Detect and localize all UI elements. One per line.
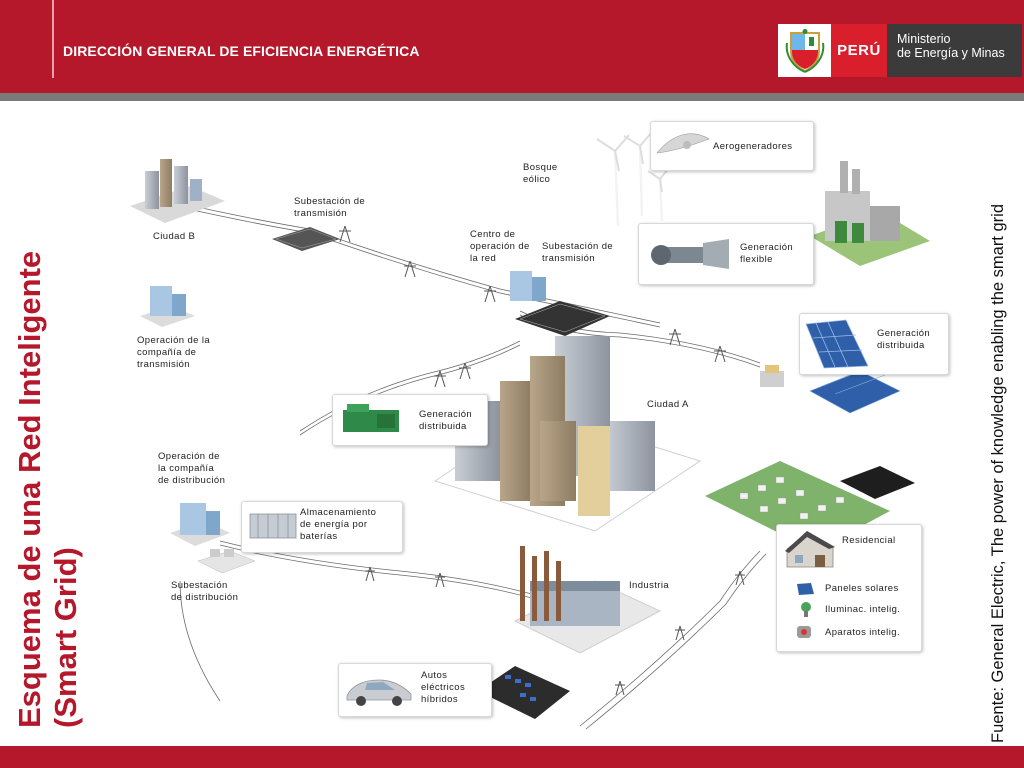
label-centro-operacion: Centro de operación de la red: [470, 229, 530, 264]
transmission-operation-building-icon: [140, 286, 195, 327]
label-ciudad-b: Ciudad B: [153, 231, 196, 242]
ciudad-b-icon: [130, 159, 225, 223]
callout-generacion-distribuida-solar: Generación distribuida: [799, 313, 949, 375]
source-caption: Fuente: General Electric, The power of k…: [989, 204, 1007, 743]
distribution-operation-building-icon: [170, 503, 230, 546]
residencial-item-aparatos: Aparatos intelig.: [825, 627, 900, 638]
ciudad-a-icon: [433, 336, 702, 532]
header-bar: DIRECCIÓN GENERAL DE EFICIENCIA ENERGÉTI…: [0, 0, 1024, 93]
callout-autos-text: Autos eléctricos híbridos: [421, 670, 466, 705]
slide-title-line2: (Smart Grid): [48, 547, 83, 728]
solar-panel-field-icon: [760, 365, 901, 414]
callout-aerogeneradores-text: Aerogeneradores: [713, 141, 793, 152]
wind-turbine-icon: [656, 133, 710, 154]
callout-generacion-distribuida-solar-text: Generación distribuida: [877, 328, 931, 351]
callout-generacion-flexible: Generación flexible: [638, 223, 814, 285]
callout-almacenamiento-text: Almacenamiento de energía por baterías: [300, 507, 377, 542]
callout-generacion-distribuida-generador: Generación distribuida: [332, 394, 488, 446]
label-ciudad-a: Ciudad A: [647, 399, 689, 410]
callout-generacion-flexible-text: Generación flexible: [740, 242, 794, 265]
hybrid-car-icon: [346, 679, 412, 706]
solar-panel-icon: [805, 319, 869, 369]
footer-bar: [0, 746, 1024, 768]
solar-panels-icon: [797, 583, 814, 595]
slide-title-line1: Esquema de una Red Inteligente: [12, 250, 47, 728]
smart-appliances-icon: [797, 626, 811, 638]
substation-distribution-icon: [197, 549, 256, 574]
residencial-title: Residencial: [842, 535, 896, 546]
generator-icon: [343, 404, 399, 432]
callout-autos: Autos eléctricos híbridos: [338, 663, 492, 717]
slide-title: Esquema de una Red Inteligente (Smart Gr…: [12, 251, 84, 728]
network-control-center-icon: [510, 271, 546, 301]
industry-complex-icon: [513, 546, 662, 654]
callout-aerogeneradores: Aerogeneradores: [650, 121, 814, 171]
label-bosque-eolico: Bosque eólico: [523, 162, 558, 185]
label-subestacion-transmision-1: Subestación de transmisión: [294, 196, 366, 219]
ministry-logo: PERÚ Ministerio de Energía y Minas: [778, 24, 1022, 77]
substation-transmission-2-icon: [515, 301, 610, 336]
label-subestacion-transmision-2: Subestación de transmisión: [542, 241, 614, 264]
label-operacion-distribucion: Operación de la compañía de distribución: [158, 451, 226, 486]
residencial-item-iluminacion: Iluminac. intelig.: [825, 604, 901, 615]
gas-turbine-icon: [651, 239, 729, 269]
power-plant-icon: [810, 161, 930, 266]
pylon-icons: [339, 225, 745, 696]
callout-residencial: Residencial Paneles solares Iluminac. in…: [776, 524, 922, 652]
residencial-item-paneles: Paneles solares: [825, 583, 899, 594]
label-industria: Industria: [629, 580, 670, 591]
logo-ministry: Ministerio de Energía y Minas: [887, 24, 1022, 77]
header-separator: [52, 0, 54, 78]
smart-grid-diagram: Ciudad B Subestación de transmisión Oper…: [100, 101, 980, 746]
header-gray-band: [0, 93, 1024, 101]
label-subestacion-distribucion: Subestación de distribución: [171, 580, 239, 603]
wind-farm-icon: [596, 131, 670, 227]
label-operacion-transmision: Operación de la compañía de transmisión: [137, 335, 211, 370]
ev-parking-lot-icon: [478, 666, 570, 719]
house-icon: [785, 531, 835, 568]
callout-generacion-distribuida-generador-text: Generación distribuida: [419, 409, 473, 432]
header-title: DIRECCIÓN GENERAL DE EFICIENCIA ENERGÉTI…: [63, 43, 420, 59]
smart-lighting-icon: [801, 602, 811, 617]
callout-almacenamiento: Almacenamiento de energía por baterías: [241, 501, 403, 553]
battery-storage-icon: [249, 513, 297, 539]
logo-country: PERÚ: [831, 24, 887, 77]
peru-shield-icon: [778, 24, 831, 77]
substation-transmission-1-icon: [272, 227, 340, 251]
